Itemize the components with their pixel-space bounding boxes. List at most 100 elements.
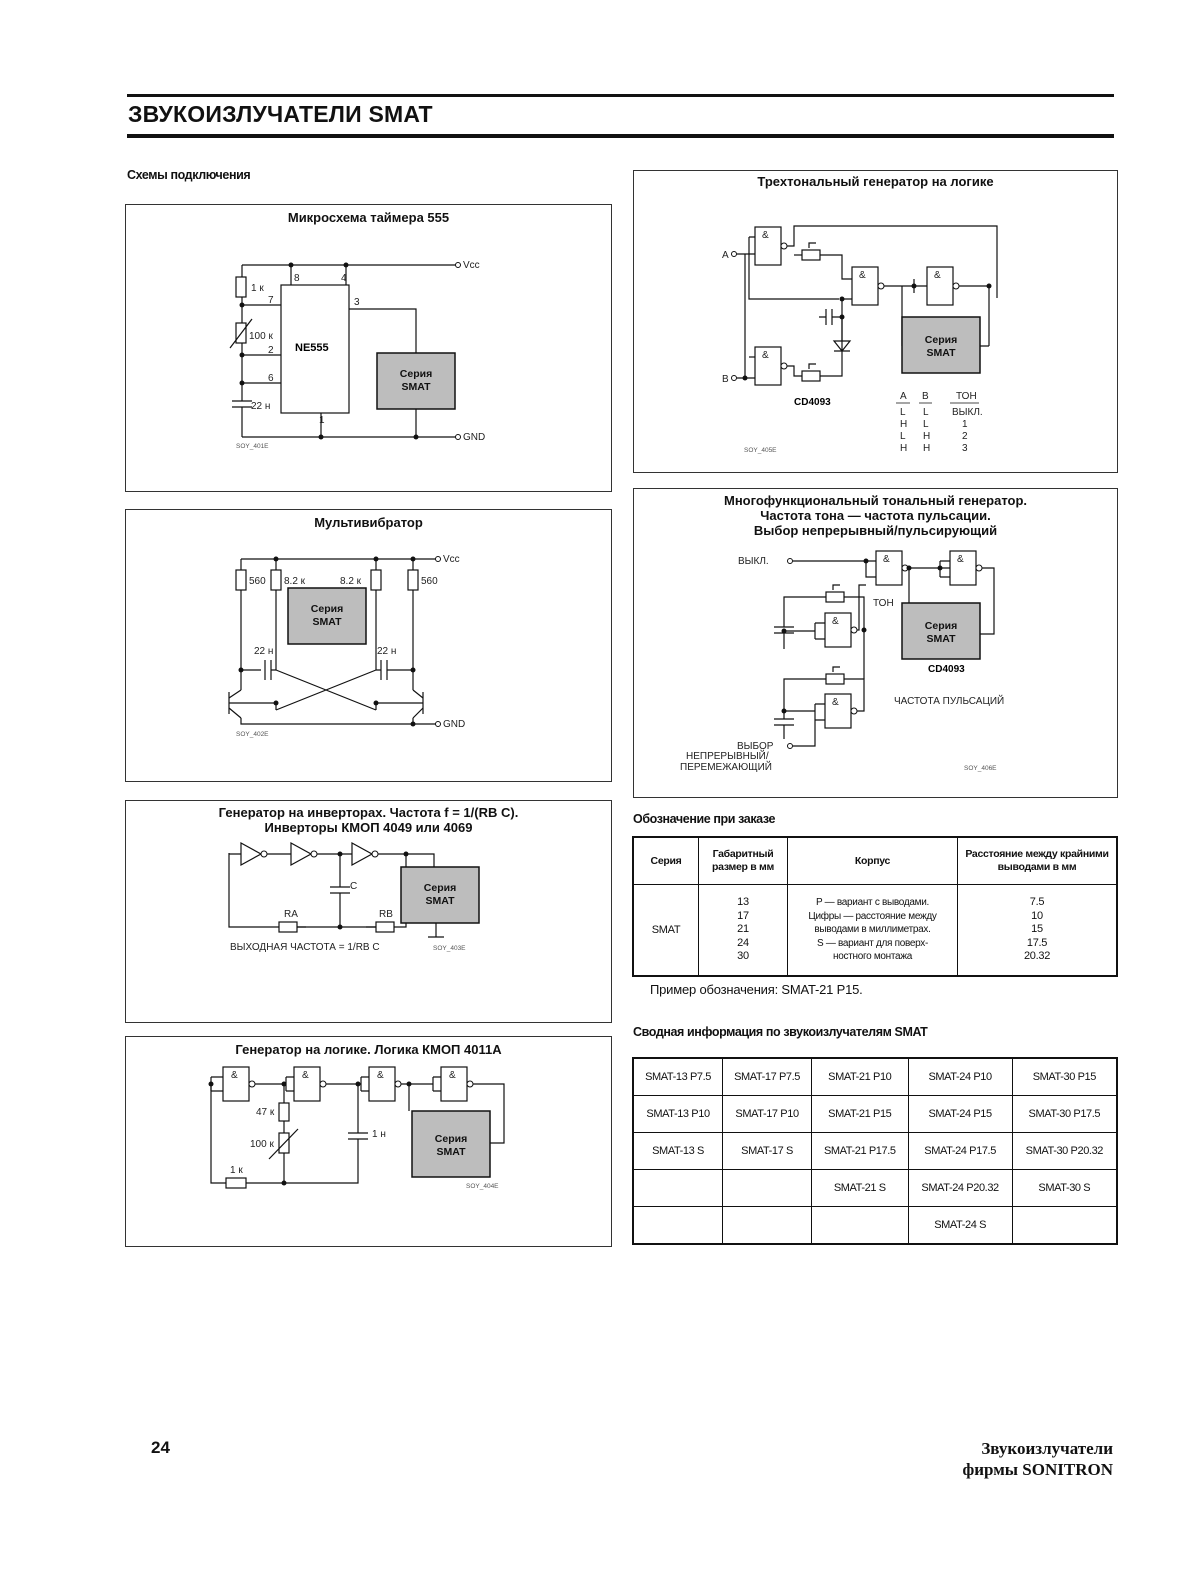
size-value: 17 bbox=[737, 909, 749, 922]
ra-label: RA bbox=[284, 909, 298, 920]
header-series: Серия bbox=[632, 836, 699, 885]
distances-cell: 7.5 10 15 17.5 20.32 bbox=[957, 884, 1118, 976]
body-note: выводами в миллиметрах. bbox=[814, 924, 931, 936]
c-label: 1 н bbox=[372, 1129, 386, 1140]
order-table-row: SMAT 13 17 21 24 30 P — вариант с вывода… bbox=[632, 884, 1118, 976]
formula-label: ВЫХОДНАЯ ЧАСТОТА = 1/RB C bbox=[230, 942, 380, 953]
summary-cell bbox=[1011, 1206, 1118, 1245]
size-value: 30 bbox=[737, 950, 749, 963]
order-table: Серия Габаритный размер в мм Корпус Расс… bbox=[632, 836, 1118, 977]
series-cell: SMAT bbox=[632, 884, 699, 976]
summary-cell: SMAT-13 P7.5 bbox=[632, 1057, 724, 1096]
summary-cell bbox=[722, 1206, 813, 1245]
pin-2: 2 bbox=[268, 345, 274, 356]
top-rule bbox=[127, 94, 1114, 97]
vcc-label: Vcc bbox=[443, 554, 460, 565]
summary-cell: SMAT-17 S bbox=[722, 1132, 813, 1170]
gate-symbol: & bbox=[934, 270, 941, 281]
gate-symbol: & bbox=[231, 1070, 238, 1081]
chip-label: NE555 bbox=[295, 342, 329, 354]
size-value: 13 bbox=[737, 896, 749, 909]
smat-line2: SMAT bbox=[927, 347, 957, 359]
vcc-label: Vcc bbox=[463, 260, 480, 271]
page-number: 24 bbox=[151, 1438, 170, 1457]
multifunction-schematic: & & & & ВЫКЛ. Т bbox=[680, 550, 1004, 773]
summary-cell bbox=[811, 1206, 909, 1245]
inverters-schematic: C RA RB Серия SMAT ВЫХОДНАЯ ЧАСТОТА = 1/… bbox=[228, 841, 480, 953]
logic-4011-schematic: & & & & 47 к 100 к 1 к 1 н Серия SMAT SO… bbox=[208, 1066, 505, 1190]
summary-row: SMAT-24 S bbox=[632, 1206, 1118, 1245]
summary-cell: SMAT-24 P15 bbox=[907, 1095, 1013, 1133]
smat-line1: Серия bbox=[400, 368, 432, 380]
rb-label: RB bbox=[379, 909, 393, 920]
panel-title-line1: Генератор на инверторах. Частота f = 1/(… bbox=[218, 805, 519, 820]
smat-line2: SMAT bbox=[437, 1146, 467, 1158]
panel-multifunction: Многофункциональный тональный генератор.… bbox=[633, 488, 1118, 798]
select-line2: НЕПРЕРЫВНЫЙ/ bbox=[686, 749, 769, 762]
tt-cell: H bbox=[900, 419, 907, 430]
r-outer-right-label: 560 bbox=[421, 576, 438, 587]
body-note: P — вариант с выводами. bbox=[816, 897, 929, 909]
smat-line1: Серия bbox=[311, 603, 343, 615]
summary-cell: SMAT-30 P20.32 bbox=[1011, 1132, 1118, 1170]
timer-555-schematic: 1 к 100 к 22 н 8 4 7 2 6 3 1 NE555 Vcc G… bbox=[229, 260, 485, 450]
summary-cell: SMAT-30 P15 bbox=[1011, 1057, 1118, 1096]
select-line3: ПЕРЕМЕЖАЮЩИЙ bbox=[680, 760, 772, 773]
smat-line2: SMAT bbox=[402, 381, 432, 393]
multivibrator-schematic: 560 8.2 к 8.2 к 560 22 н 22 н Vcc GND Се… bbox=[228, 554, 465, 738]
summary-cell: SMAT-24 S bbox=[907, 1206, 1013, 1245]
order-table-header: Серия Габаритный размер в мм Корпус Расс… bbox=[632, 836, 1118, 885]
figure-code: SOY_402E bbox=[236, 731, 269, 738]
summary-cell bbox=[722, 1169, 813, 1207]
tt-cell: 2 bbox=[962, 431, 968, 442]
panel-inverters: Генератор на инверторах. Частота f = 1/(… bbox=[125, 800, 612, 1023]
summary-cell: SMAT-21 S bbox=[811, 1169, 909, 1207]
panel-title: Трехтональный генератор на логике bbox=[757, 174, 994, 189]
summary-cell bbox=[632, 1169, 724, 1207]
gate-symbol: & bbox=[957, 554, 964, 565]
pin-1: 1 bbox=[319, 415, 325, 426]
summary-table: SMAT-13 P7.5 SMAT-17 P7.5 SMAT-21 P10 SM… bbox=[632, 1057, 1118, 1245]
off-label: ВЫКЛ. bbox=[738, 556, 769, 567]
input-a-label: A bbox=[722, 250, 729, 261]
panel-logic-4011: Генератор на логике. Логика КМОП 4011А &… bbox=[125, 1036, 612, 1247]
tt-cell: H bbox=[923, 443, 930, 454]
body-note: ностного монтажа bbox=[833, 951, 912, 963]
summary-cell: SMAT-30 P17.5 bbox=[1011, 1095, 1118, 1133]
gate-symbol: & bbox=[762, 230, 769, 241]
summary-row: SMAT-13 P7.5 SMAT-17 P7.5 SMAT-21 P10 SM… bbox=[632, 1057, 1118, 1096]
summary-cell: SMAT-13 P10 bbox=[632, 1095, 724, 1133]
smat-line1: Серия bbox=[925, 334, 957, 346]
body-notes-cell: P — вариант с выводами. Цифры — расстоян… bbox=[787, 884, 958, 976]
panel-title-line1: Многофункциональный тональный генератор. bbox=[723, 493, 1028, 508]
tt-cell: H bbox=[900, 443, 907, 454]
c-left-label: 22 н bbox=[254, 646, 273, 657]
summary-cell: SMAT-17 P7.5 bbox=[722, 1057, 813, 1096]
summary-cell: SMAT-17 P10 bbox=[722, 1095, 813, 1133]
summary-cell: SMAT-24 P20.32 bbox=[907, 1169, 1013, 1207]
panel-title-line3: Выбор непрерывный/пульсирующий bbox=[753, 523, 998, 538]
chip-label: CD4093 bbox=[928, 664, 965, 675]
summary-cell: SMAT-24 P10 bbox=[907, 1057, 1013, 1096]
chip-label: CD4093 bbox=[794, 397, 831, 408]
footer-brand-line2: фирмы SONITRON bbox=[962, 1460, 1113, 1479]
distance-value: 10 bbox=[1031, 909, 1043, 922]
truth-table: A B ТОН L L ВЫКЛ. H L 1 L H 2 H H 3 bbox=[896, 391, 983, 454]
summary-cell: SMAT-24 P17.5 bbox=[907, 1132, 1013, 1170]
summary-row: SMAT-21 S SMAT-24 P20.32 SMAT-30 S bbox=[632, 1169, 1118, 1207]
summary-cell: SMAT-21 P15 bbox=[811, 1095, 909, 1133]
figure-code: SOY_405E bbox=[744, 447, 777, 454]
summary-row: SMAT-13 P10 SMAT-17 P10 SMAT-21 P15 SMAT… bbox=[632, 1095, 1118, 1133]
tt-header-b: B bbox=[922, 391, 929, 402]
figure-code: SOY_404E bbox=[466, 1183, 499, 1190]
figure-code: SOY_401E bbox=[236, 443, 269, 450]
smat-line2: SMAT bbox=[313, 616, 343, 628]
gate-symbol: & bbox=[377, 1070, 384, 1081]
gate-symbol: & bbox=[449, 1070, 456, 1081]
header-body: Корпус bbox=[787, 836, 958, 885]
r-outer-left-label: 560 bbox=[249, 576, 266, 587]
header-distance: Расстояние между крайними выводами в мм bbox=[957, 836, 1118, 885]
tone-label: ТОН bbox=[873, 598, 894, 609]
c1-label: 22 н bbox=[251, 401, 270, 412]
summary-cell: SMAT-30 S bbox=[1011, 1169, 1118, 1207]
